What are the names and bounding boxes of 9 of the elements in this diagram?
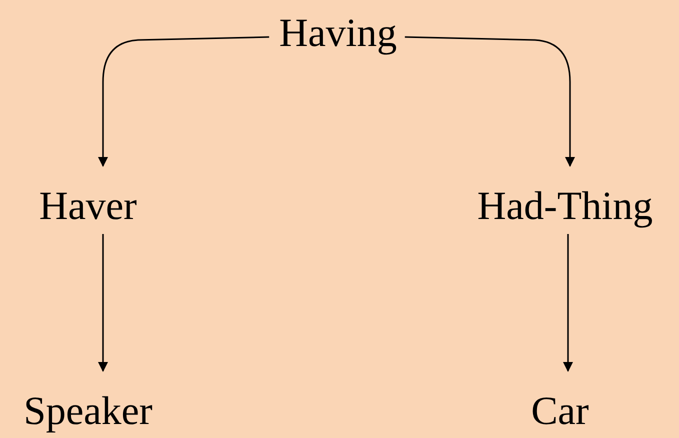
arrow — [98, 36, 270, 167]
concept-label: Car — [531, 389, 589, 433]
arrow — [404, 36, 575, 167]
concept-label: Haver — [39, 184, 137, 228]
arrow — [98, 234, 108, 372]
arrow — [563, 234, 573, 372]
concept-label: Having — [279, 11, 397, 55]
concept-label: Speaker — [24, 389, 152, 433]
concept-label: Had-Thing — [477, 184, 653, 228]
